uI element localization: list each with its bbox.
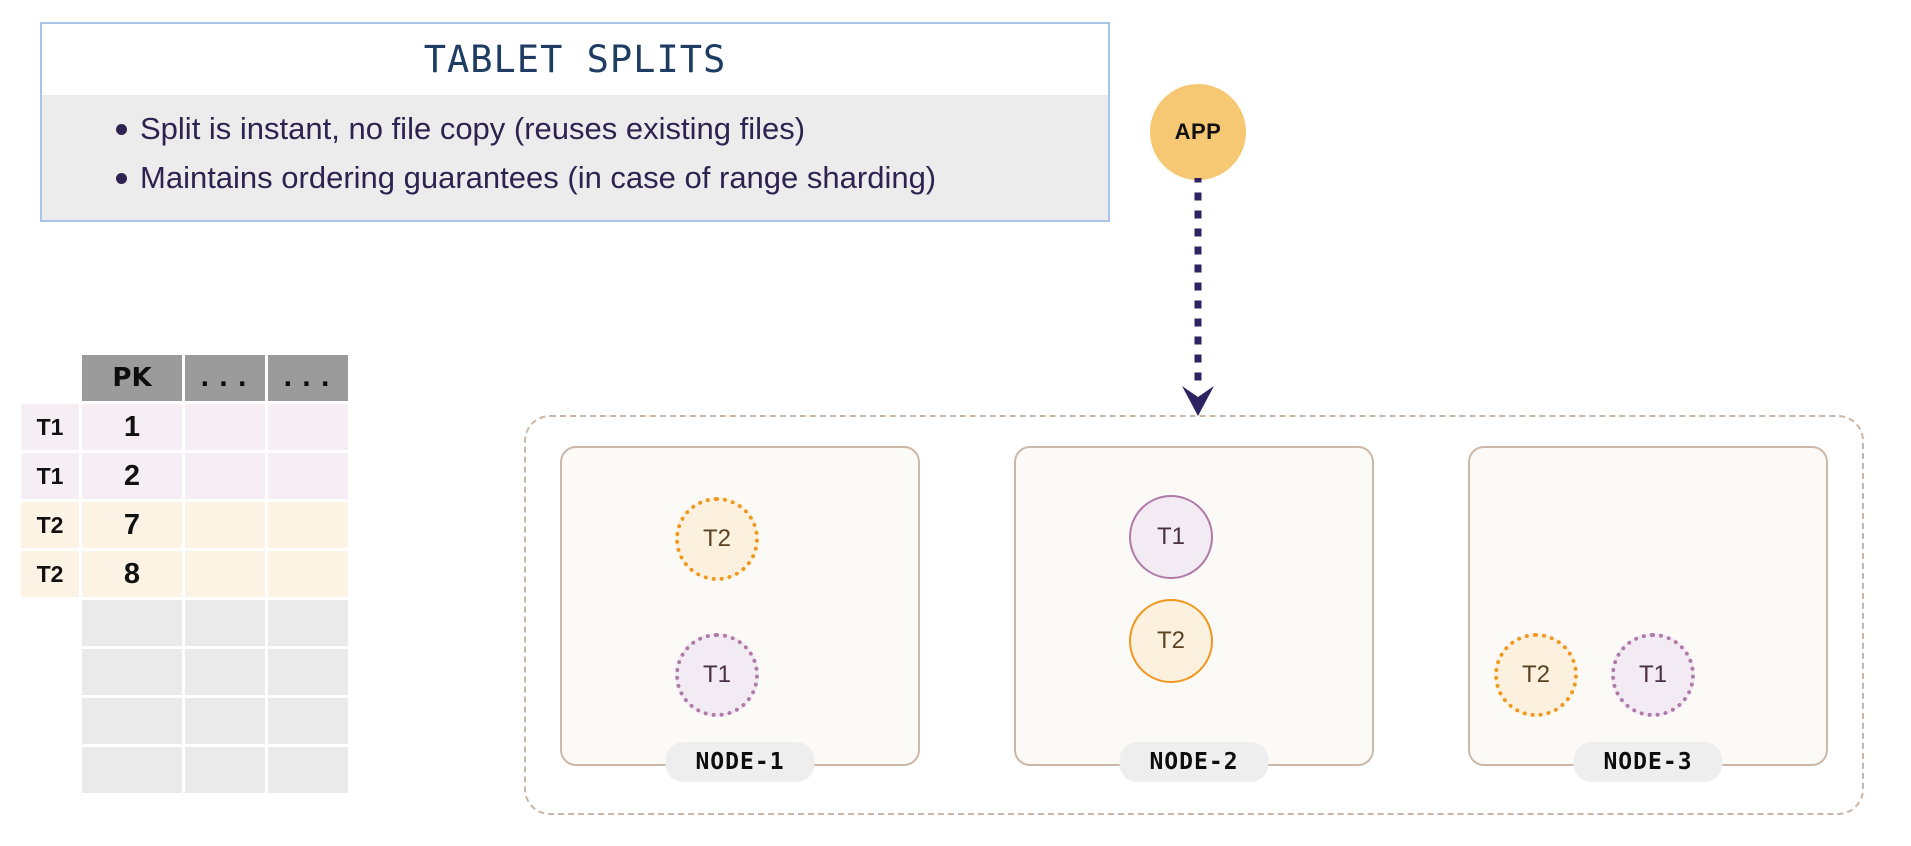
- node-1-body: T2 T1: [562, 448, 918, 764]
- cell-c3: [268, 404, 348, 450]
- cell-c2: [185, 600, 265, 646]
- callout-bullet-list: Split is instant, no file copy (reuses e…: [42, 107, 1108, 200]
- node-2-body: T1 T2: [1016, 448, 1372, 764]
- cell-pk: [82, 600, 182, 646]
- row-tag: [21, 747, 79, 793]
- node-3-label: NODE-3: [1573, 742, 1723, 782]
- column-header-3: ...: [268, 355, 348, 401]
- cell-c2: [185, 502, 265, 548]
- tablet-t1[interactable]: T1: [1611, 633, 1695, 717]
- tablet-label: T1: [1156, 523, 1185, 550]
- cell-pk: 2: [82, 453, 182, 499]
- tablet-label: T1: [1638, 661, 1667, 688]
- tablet-t2[interactable]: T2: [675, 497, 759, 581]
- node-2-label: NODE-2: [1119, 742, 1269, 782]
- node-1-label: NODE-1: [665, 742, 815, 782]
- tablet-label: T2: [702, 525, 731, 552]
- cell-pk: 1: [82, 404, 182, 450]
- tablet-label: T2: [1521, 661, 1550, 688]
- cell-c3: [268, 649, 348, 695]
- callout-body: Split is instant, no file copy (reuses e…: [42, 95, 1108, 221]
- cell-pk: 7: [82, 502, 182, 548]
- tablet-label: T1: [702, 661, 731, 688]
- cell-c2: [185, 649, 265, 695]
- list-item: Split is instant, no file copy (reuses e…: [42, 107, 1108, 152]
- table-row: [21, 747, 348, 793]
- bullet-icon: [116, 124, 127, 135]
- app-node: APP: [1150, 84, 1246, 180]
- row-tag: T1: [21, 404, 79, 450]
- cell-c3: [268, 502, 348, 548]
- tablet-t2[interactable]: T2: [1494, 633, 1578, 717]
- table-row: T1 1: [21, 404, 348, 450]
- cell-c2: [185, 453, 265, 499]
- row-tag: T2: [21, 551, 79, 597]
- row-tag: [21, 600, 79, 646]
- column-header-2: ...: [185, 355, 265, 401]
- cell-c3: [268, 698, 348, 744]
- tablet-t1[interactable]: T1: [675, 633, 759, 717]
- callout-title: TABLET SPLITS: [42, 24, 1108, 95]
- bullet-text: Split is instant, no file copy (reuses e…: [140, 111, 806, 146]
- app-label: APP: [1174, 119, 1222, 144]
- cell-c2: [185, 698, 265, 744]
- table: PK ... ... T1 1 T1 2 T2 7 T2 8: [18, 352, 351, 796]
- table-row: [21, 649, 348, 695]
- node-1[interactable]: T2 T1 NODE-1: [560, 446, 920, 782]
- cell-c3: [268, 747, 348, 793]
- cell-c3: [268, 551, 348, 597]
- table-header-row: PK ... ...: [21, 355, 348, 401]
- row-tag: T2: [21, 502, 79, 548]
- app-to-cluster-arrow: [1182, 178, 1214, 416]
- arrowhead-icon: [1182, 386, 1214, 416]
- cluster-container: T2 T1 NODE-1 T1 T2 NODE-2: [524, 415, 1864, 815]
- row-tag: T1: [21, 453, 79, 499]
- cell-c2: [185, 551, 265, 597]
- cell-c2: [185, 404, 265, 450]
- tablet-label: T2: [1156, 627, 1185, 654]
- pk-table: PK ... ... T1 1 T1 2 T2 7 T2 8: [18, 352, 351, 796]
- cell-pk: [82, 698, 182, 744]
- cell-pk: 8: [82, 551, 182, 597]
- list-item: Maintains ordering guarantees (in case o…: [42, 156, 1108, 201]
- node-2[interactable]: T1 T2 NODE-2: [1014, 446, 1374, 782]
- row-tag-spacer: [21, 355, 79, 401]
- tablet-splits-callout: TABLET SPLITS Split is instant, no file …: [40, 22, 1110, 223]
- cell-c2: [185, 747, 265, 793]
- cell-pk: [82, 649, 182, 695]
- bullet-icon: [116, 172, 127, 184]
- row-tag: [21, 649, 79, 695]
- cluster-nodes: T2 T1 NODE-1 T1 T2 NODE-2: [526, 417, 1862, 813]
- table-row: T2 8: [21, 551, 348, 597]
- tablet-t2[interactable]: T2: [1129, 599, 1213, 683]
- cell-pk: [82, 747, 182, 793]
- table-row: [21, 600, 348, 646]
- tablet-t1[interactable]: T1: [1129, 495, 1213, 579]
- table-row: T2 7: [21, 502, 348, 548]
- node-3-body: T2 T1: [1470, 448, 1826, 764]
- node-3[interactable]: T2 T1 NODE-3: [1468, 446, 1828, 782]
- column-header-pk: PK: [82, 355, 182, 401]
- row-tag: [21, 698, 79, 744]
- table-row: T1 2: [21, 453, 348, 499]
- cell-c3: [268, 453, 348, 499]
- table-row: [21, 698, 348, 744]
- cell-c3: [268, 600, 348, 646]
- bullet-text: Maintains ordering guarantees (in case o…: [140, 159, 937, 195]
